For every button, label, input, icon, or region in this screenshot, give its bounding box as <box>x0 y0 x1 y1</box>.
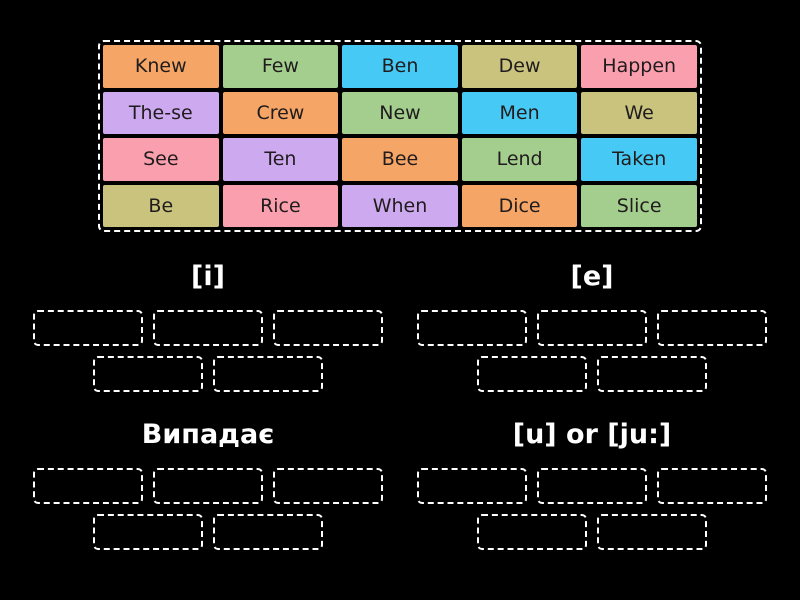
category-i-slots <box>33 310 383 392</box>
empty-slot[interactable] <box>597 356 707 392</box>
word-tile-the-se[interactable]: The-se <box>103 91 219 134</box>
word-tile-ten[interactable]: Ten <box>222 138 339 181</box>
empty-slot[interactable] <box>93 356 203 392</box>
category-u-ju-slots <box>417 468 767 550</box>
word-tile-happen[interactable]: Happen <box>581 45 697 88</box>
word-tile-ben[interactable]: Ben <box>342 45 458 88</box>
category-vypadaye-slots <box>33 468 383 550</box>
category-i-header: [i] <box>191 261 225 292</box>
slot-row <box>417 310 767 346</box>
word-tile-men[interactable]: Men <box>461 91 578 134</box>
empty-slot[interactable] <box>213 514 323 550</box>
slot-row <box>417 468 767 504</box>
empty-slot[interactable] <box>477 356 587 392</box>
word-tile-slice[interactable]: Slice <box>581 184 697 227</box>
word-tile-rice[interactable]: Rice <box>222 184 339 227</box>
word-tile-taken[interactable]: Taken <box>581 138 697 181</box>
word-tile-new[interactable]: New <box>342 91 458 134</box>
empty-slot[interactable] <box>537 468 647 504</box>
empty-slot[interactable] <box>33 310 143 346</box>
category-e-header: [e] <box>570 261 614 292</box>
empty-slot[interactable] <box>153 310 263 346</box>
word-tile-crew[interactable]: Crew <box>222 91 339 134</box>
word-tile-see[interactable]: See <box>103 138 219 181</box>
empty-slot[interactable] <box>537 310 647 346</box>
word-tile-dew[interactable]: Dew <box>461 45 578 88</box>
slot-row <box>417 356 767 392</box>
category-groups: [i] [e] Випадає [u] or [ju:] <box>0 260 800 576</box>
category-u-ju-header: [u] or [ju:] <box>512 419 672 450</box>
empty-slot[interactable] <box>597 514 707 550</box>
word-tile-be[interactable]: Be <box>103 184 219 227</box>
empty-slot[interactable] <box>417 310 527 346</box>
word-tile-when[interactable]: When <box>342 184 458 227</box>
word-tile-dice[interactable]: Dice <box>461 184 578 227</box>
slot-row <box>33 514 383 550</box>
category-i: [i] <box>0 260 400 392</box>
word-tile-bee[interactable]: Bee <box>342 138 458 181</box>
empty-slot[interactable] <box>657 468 767 504</box>
category-u-ju: [u] or [ju:] <box>400 418 800 550</box>
slot-row <box>417 514 767 550</box>
category-e-slots <box>417 310 767 392</box>
word-tile-few[interactable]: Few <box>222 45 339 88</box>
slot-row <box>33 356 383 392</box>
word-tile-lend[interactable]: Lend <box>461 138 578 181</box>
empty-slot[interactable] <box>213 356 323 392</box>
category-vypadaye: Випадає <box>0 418 400 550</box>
slot-row <box>33 310 383 346</box>
empty-slot[interactable] <box>477 514 587 550</box>
empty-slot[interactable] <box>417 468 527 504</box>
empty-slot[interactable] <box>33 468 143 504</box>
word-tile-knew[interactable]: Knew <box>103 45 219 88</box>
empty-slot[interactable] <box>93 514 203 550</box>
word-tile-we[interactable]: We <box>581 91 697 134</box>
category-vypadaye-header: Випадає <box>141 419 275 450</box>
slot-row <box>33 468 383 504</box>
category-e: [e] <box>400 260 800 392</box>
empty-slot[interactable] <box>657 310 767 346</box>
empty-slot[interactable] <box>273 468 383 504</box>
empty-slot[interactable] <box>153 468 263 504</box>
empty-slot[interactable] <box>273 310 383 346</box>
